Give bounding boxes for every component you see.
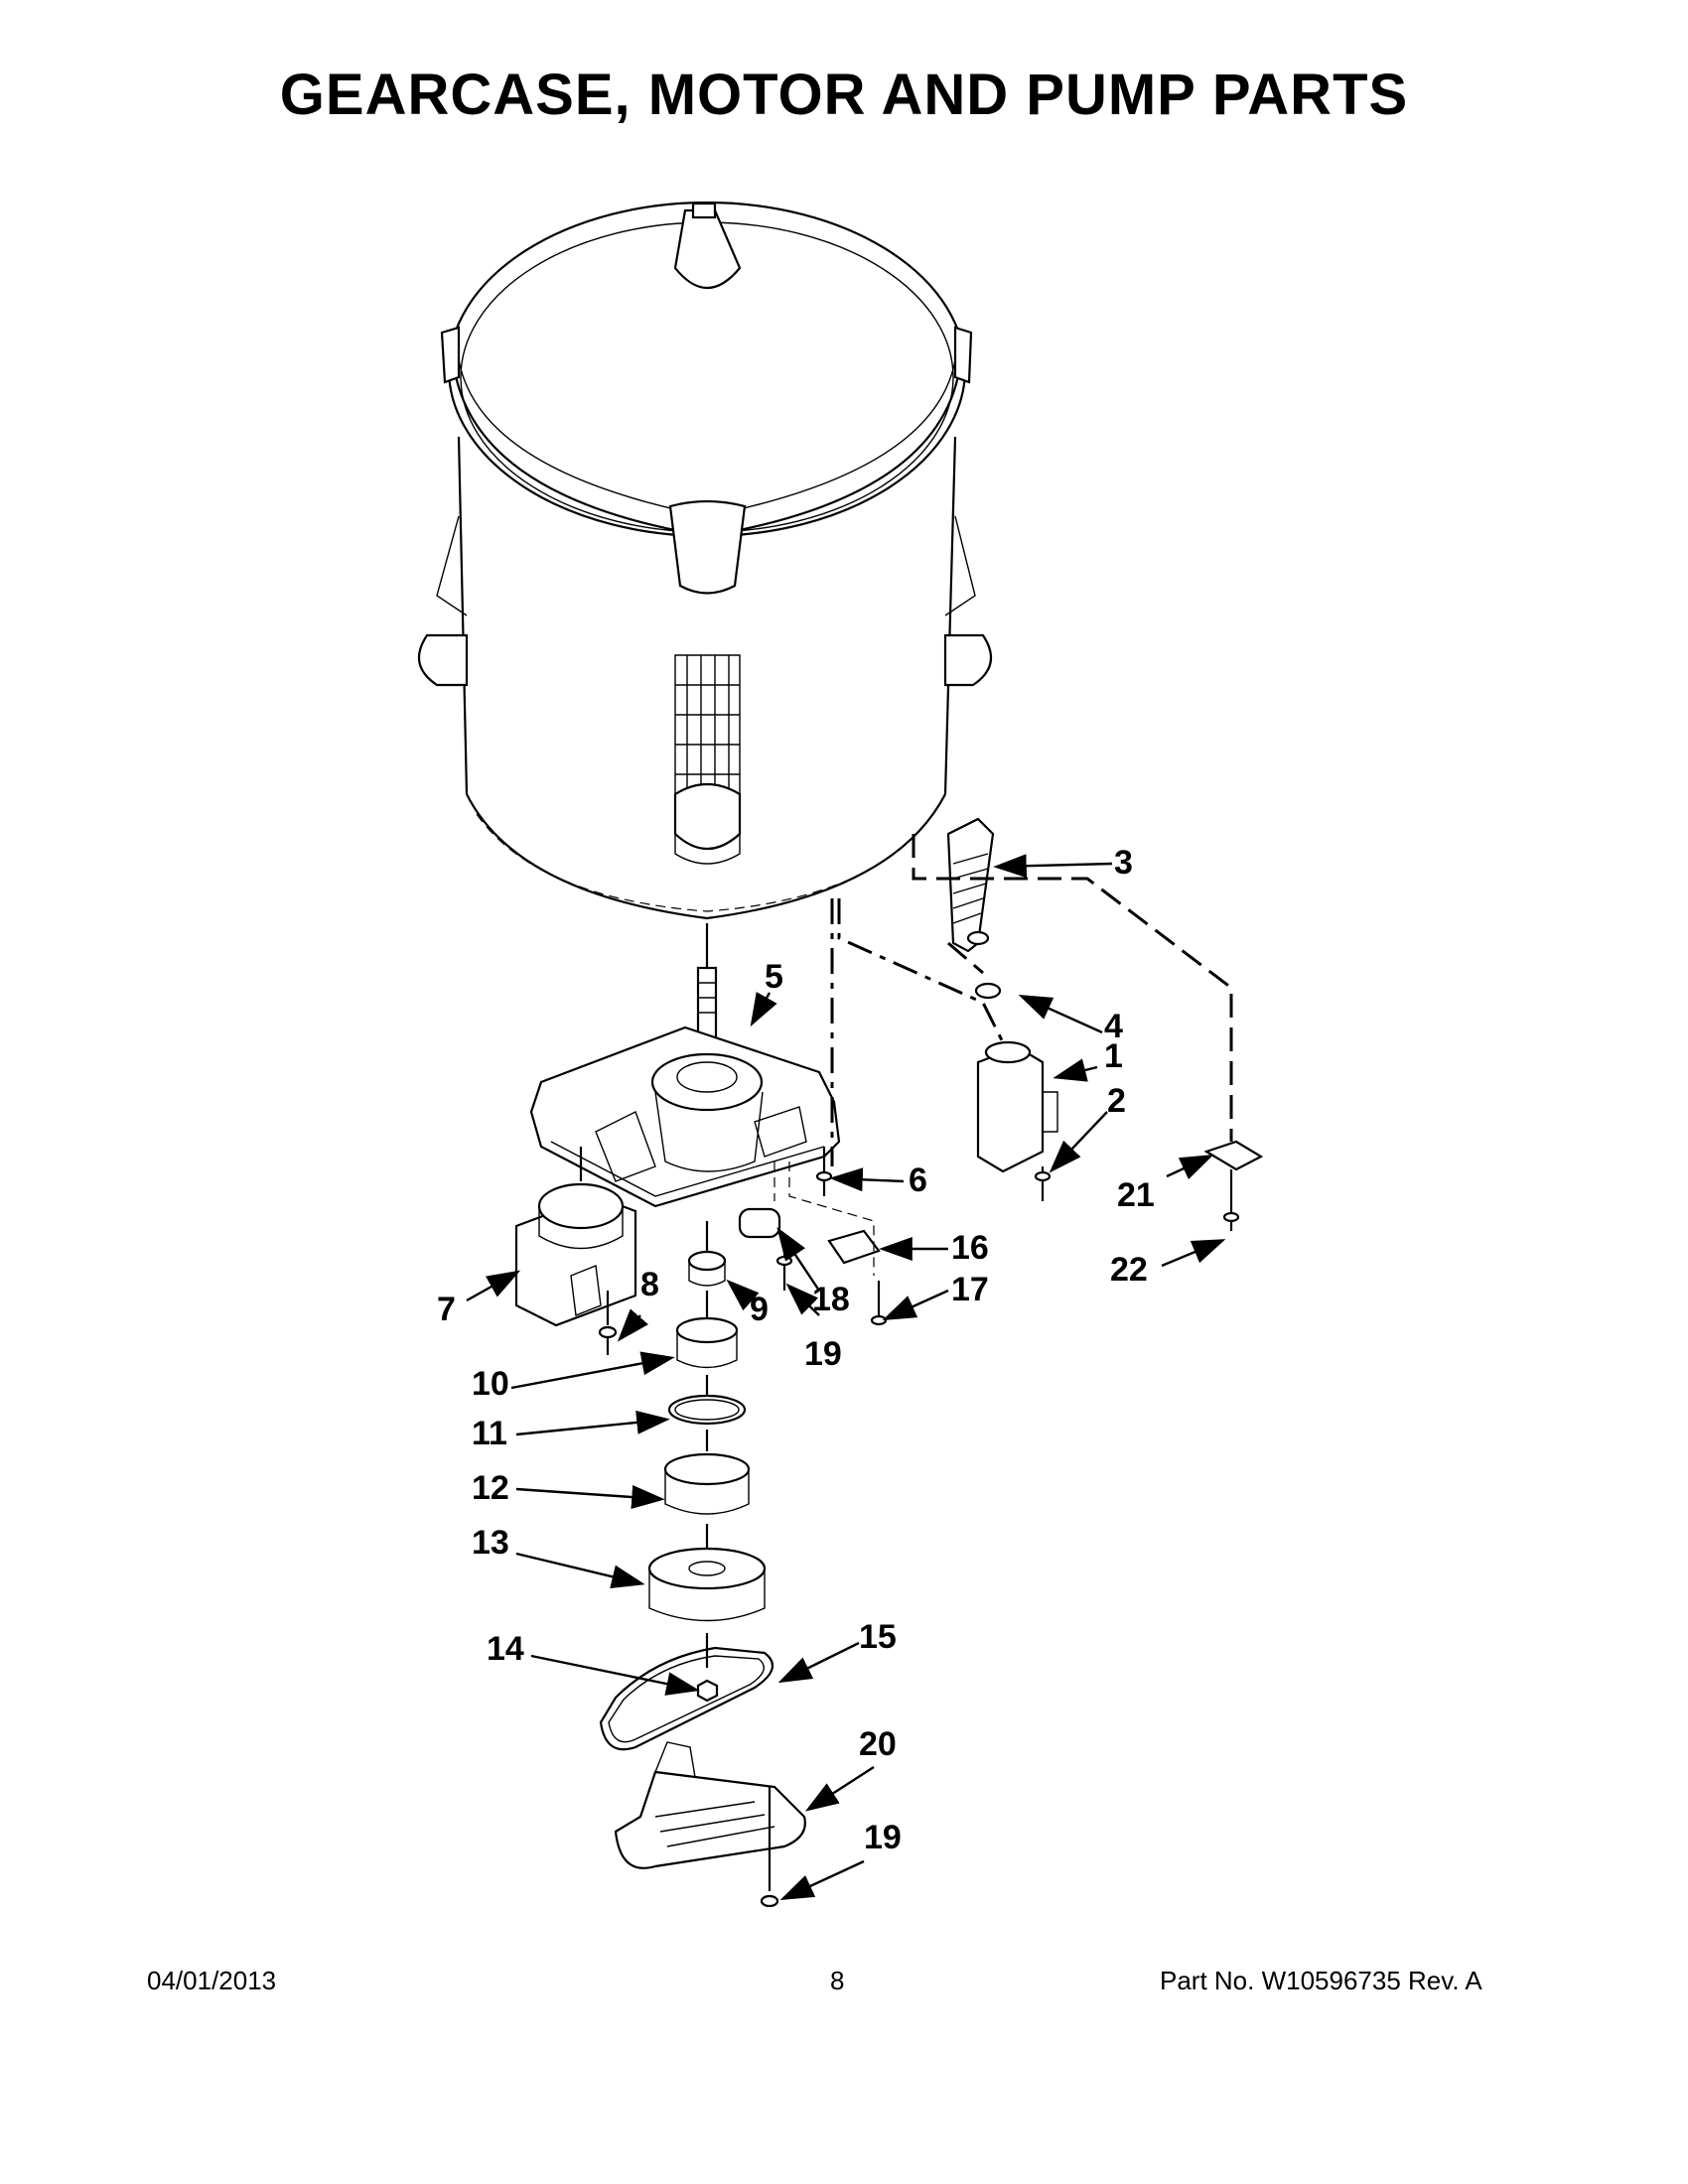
callout-8: 8	[640, 1266, 659, 1303]
callout-15: 15	[859, 1618, 897, 1656]
callout-19-gearcase: 19	[804, 1335, 842, 1373]
motor	[514, 1147, 637, 1327]
footer-page-number: 8	[830, 1966, 845, 1995]
callout-7: 7	[437, 1291, 456, 1328]
page-title: GEARCASE, MOTOR AND PUMP PARTS	[279, 63, 1409, 127]
footer-date: 04/01/2013	[147, 1966, 277, 1995]
pump-bracket	[1203, 1140, 1264, 1231]
callout-18: 18	[812, 1281, 850, 1318]
washer-tub	[417, 201, 993, 920]
clutch-stack	[647, 1291, 767, 1668]
footer-part-number: Part No. W10596735 Rev. A	[1160, 1966, 1482, 1995]
callout-2: 2	[1107, 1082, 1126, 1120]
drain-pump	[976, 1040, 1058, 1201]
callout-19-shield: 19	[864, 1819, 902, 1856]
callout-21: 21	[1117, 1176, 1155, 1214]
callout-3: 3	[1114, 844, 1133, 882]
callout-labels: 1 2 3 4 5 6 7 8 9 10 11 12 13 14 15 16 1…	[437, 844, 1155, 1856]
callout-1: 1	[1104, 1037, 1123, 1075]
callout-10: 10	[472, 1365, 509, 1403]
callout-20: 20	[859, 1725, 897, 1763]
callout-13: 13	[472, 1524, 509, 1562]
callout-22: 22	[1110, 1251, 1148, 1289]
callout-17: 17	[951, 1271, 989, 1308]
hose-clamp	[974, 982, 1002, 1000]
assembly-centerlines	[830, 834, 1233, 1166]
callout-16: 16	[951, 1229, 989, 1267]
gearcase-assembly	[529, 923, 841, 1208]
leader-lines	[466, 854, 1226, 1901]
motor-shield	[614, 1741, 806, 1908]
callout-5: 5	[765, 958, 783, 996]
callout-9: 9	[750, 1291, 769, 1328]
callout-12: 12	[472, 1469, 509, 1507]
callout-11: 11	[472, 1415, 507, 1452]
drive-belt	[599, 1646, 774, 1751]
drain-hose	[946, 817, 995, 953]
callout-6: 6	[909, 1161, 927, 1199]
callout-4: 4	[1104, 1008, 1123, 1045]
callout-14: 14	[487, 1630, 524, 1668]
